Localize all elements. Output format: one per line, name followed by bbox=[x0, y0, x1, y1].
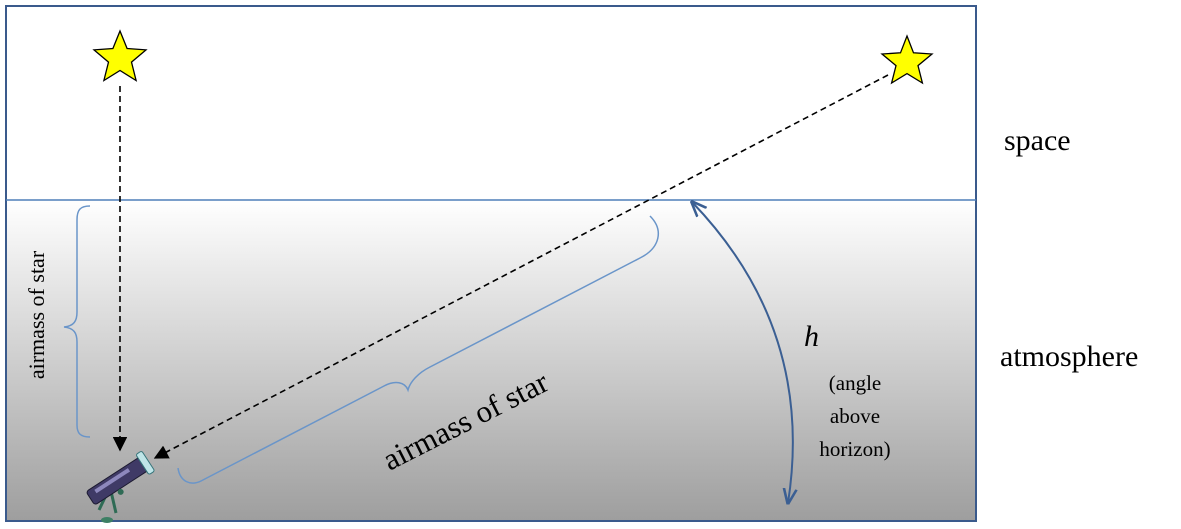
angle-description-line2: above bbox=[830, 404, 880, 428]
space-region bbox=[6, 6, 976, 200]
atmosphere-label: atmosphere bbox=[1000, 340, 1138, 373]
space-label: space bbox=[1004, 124, 1071, 157]
angle-description-line3: horizon) bbox=[819, 437, 890, 461]
vertical-airmass-label: airmass of star bbox=[24, 250, 49, 379]
angle-symbol: h bbox=[804, 320, 819, 353]
angle-description-line1: (angle bbox=[829, 371, 881, 395]
